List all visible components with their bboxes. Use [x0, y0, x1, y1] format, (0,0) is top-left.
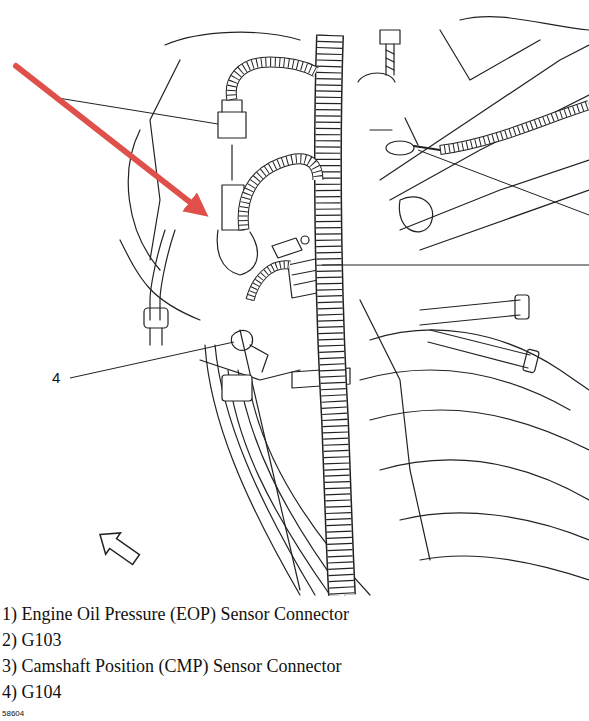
figure-number: 58604 — [2, 709, 24, 718]
legend-item: 2) G103 — [2, 630, 62, 651]
callout-number: 4 — [52, 369, 60, 386]
legend-item: 1) Engine Oil Pressure (EOP) Sensor Conn… — [2, 604, 349, 625]
legend-item: 4) G104 — [2, 682, 62, 703]
legend-item: 3) Camshaft Position (CMP) Sensor Connec… — [2, 656, 342, 677]
